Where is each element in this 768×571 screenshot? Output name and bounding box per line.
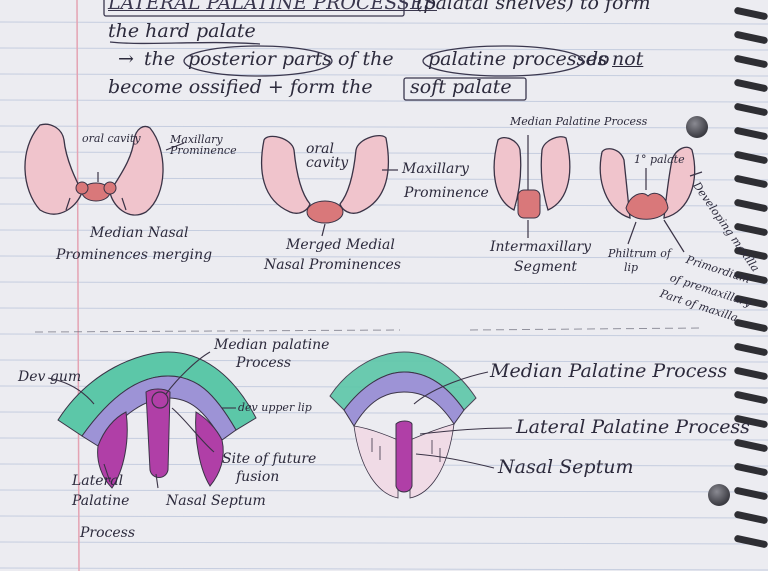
fig1-caption-line1: Median Nasal	[90, 225, 189, 241]
row2-left-dev-upper-lip: dev upper lip	[238, 401, 312, 414]
fig2-drawing	[261, 135, 398, 237]
fig2-caption-line2: Nasal Prominences	[264, 257, 401, 273]
punch-hole	[708, 484, 730, 506]
fig2-caption-line1: Merged Medial	[286, 237, 395, 253]
row2-right-median-palatine-process: Median Palatine Process	[490, 360, 728, 382]
row2-left-nasal-septum: Nasal Septum	[166, 493, 266, 509]
fig2-maxillary-line2: Prominence	[404, 185, 489, 201]
note-line4: become ossified + form the	[108, 76, 373, 98]
fig1-caption-line2: Prominences merging	[56, 247, 213, 263]
fig4-palate: 1° palate	[634, 153, 685, 166]
fig4-philtrum-line1: Philtrum of	[608, 247, 671, 260]
row2-left-process: Process	[236, 355, 292, 371]
margin-line	[76, 0, 80, 571]
note-do: do	[586, 48, 610, 70]
note-boxed-soft-palate: soft palate	[410, 76, 512, 98]
row2-left-process-label: Process	[80, 525, 136, 541]
row2-right-nasal-septum: Nasal Septum	[498, 456, 634, 478]
fig3-caption-line1: Intermaxillary	[490, 239, 592, 255]
row2-left-site-future: Site of future	[222, 451, 317, 467]
note-line1-rest: (palatal shelves) to form	[416, 0, 651, 14]
note-line2: the hard palate	[108, 20, 256, 42]
fig1-maxillary-prominence: Maxillary Prominence	[170, 133, 237, 157]
note-circled-palatine: palatine processes	[428, 48, 608, 70]
fig2-oral-cavity: oral cavity	[306, 141, 349, 171]
fig4-philtrum-line2: lip	[624, 261, 639, 274]
fig1-drawing	[24, 123, 185, 216]
note-of-the: of the	[338, 48, 394, 70]
right-palate-drawing	[329, 351, 513, 499]
punch-hole	[686, 116, 708, 138]
note-circled-posterior: posterior parts	[188, 48, 332, 70]
fig3-caption-line2: Segment	[514, 259, 578, 275]
row2-right-lateral-palatine-process: Lateral Palatine Process	[516, 416, 750, 438]
fig3-drawing	[493, 135, 571, 238]
row2-left-lateral: Lateral	[72, 473, 124, 489]
row2-left-dev-gum: Dev gum	[18, 369, 82, 385]
row2-left-fusion: fusion	[236, 469, 280, 485]
row2-left-palatine: Palatine	[72, 493, 130, 509]
note-boxed-term: LATERAL PALATINE PROCESSES	[108, 0, 437, 14]
note-arrow: →	[118, 48, 134, 70]
fig2-maxillary-line1: Maxillary	[402, 161, 469, 177]
note-the: the	[144, 48, 176, 70]
fig1-oral-cavity: oral cavity	[82, 132, 141, 145]
row2-left-median-palatine: Median palatine	[214, 337, 330, 353]
left-palate-drawing	[47, 351, 257, 489]
fig4-drawing	[599, 146, 703, 253]
fig3-top-label: Median Palatine Process	[510, 115, 648, 128]
note-not: not	[612, 48, 644, 70]
